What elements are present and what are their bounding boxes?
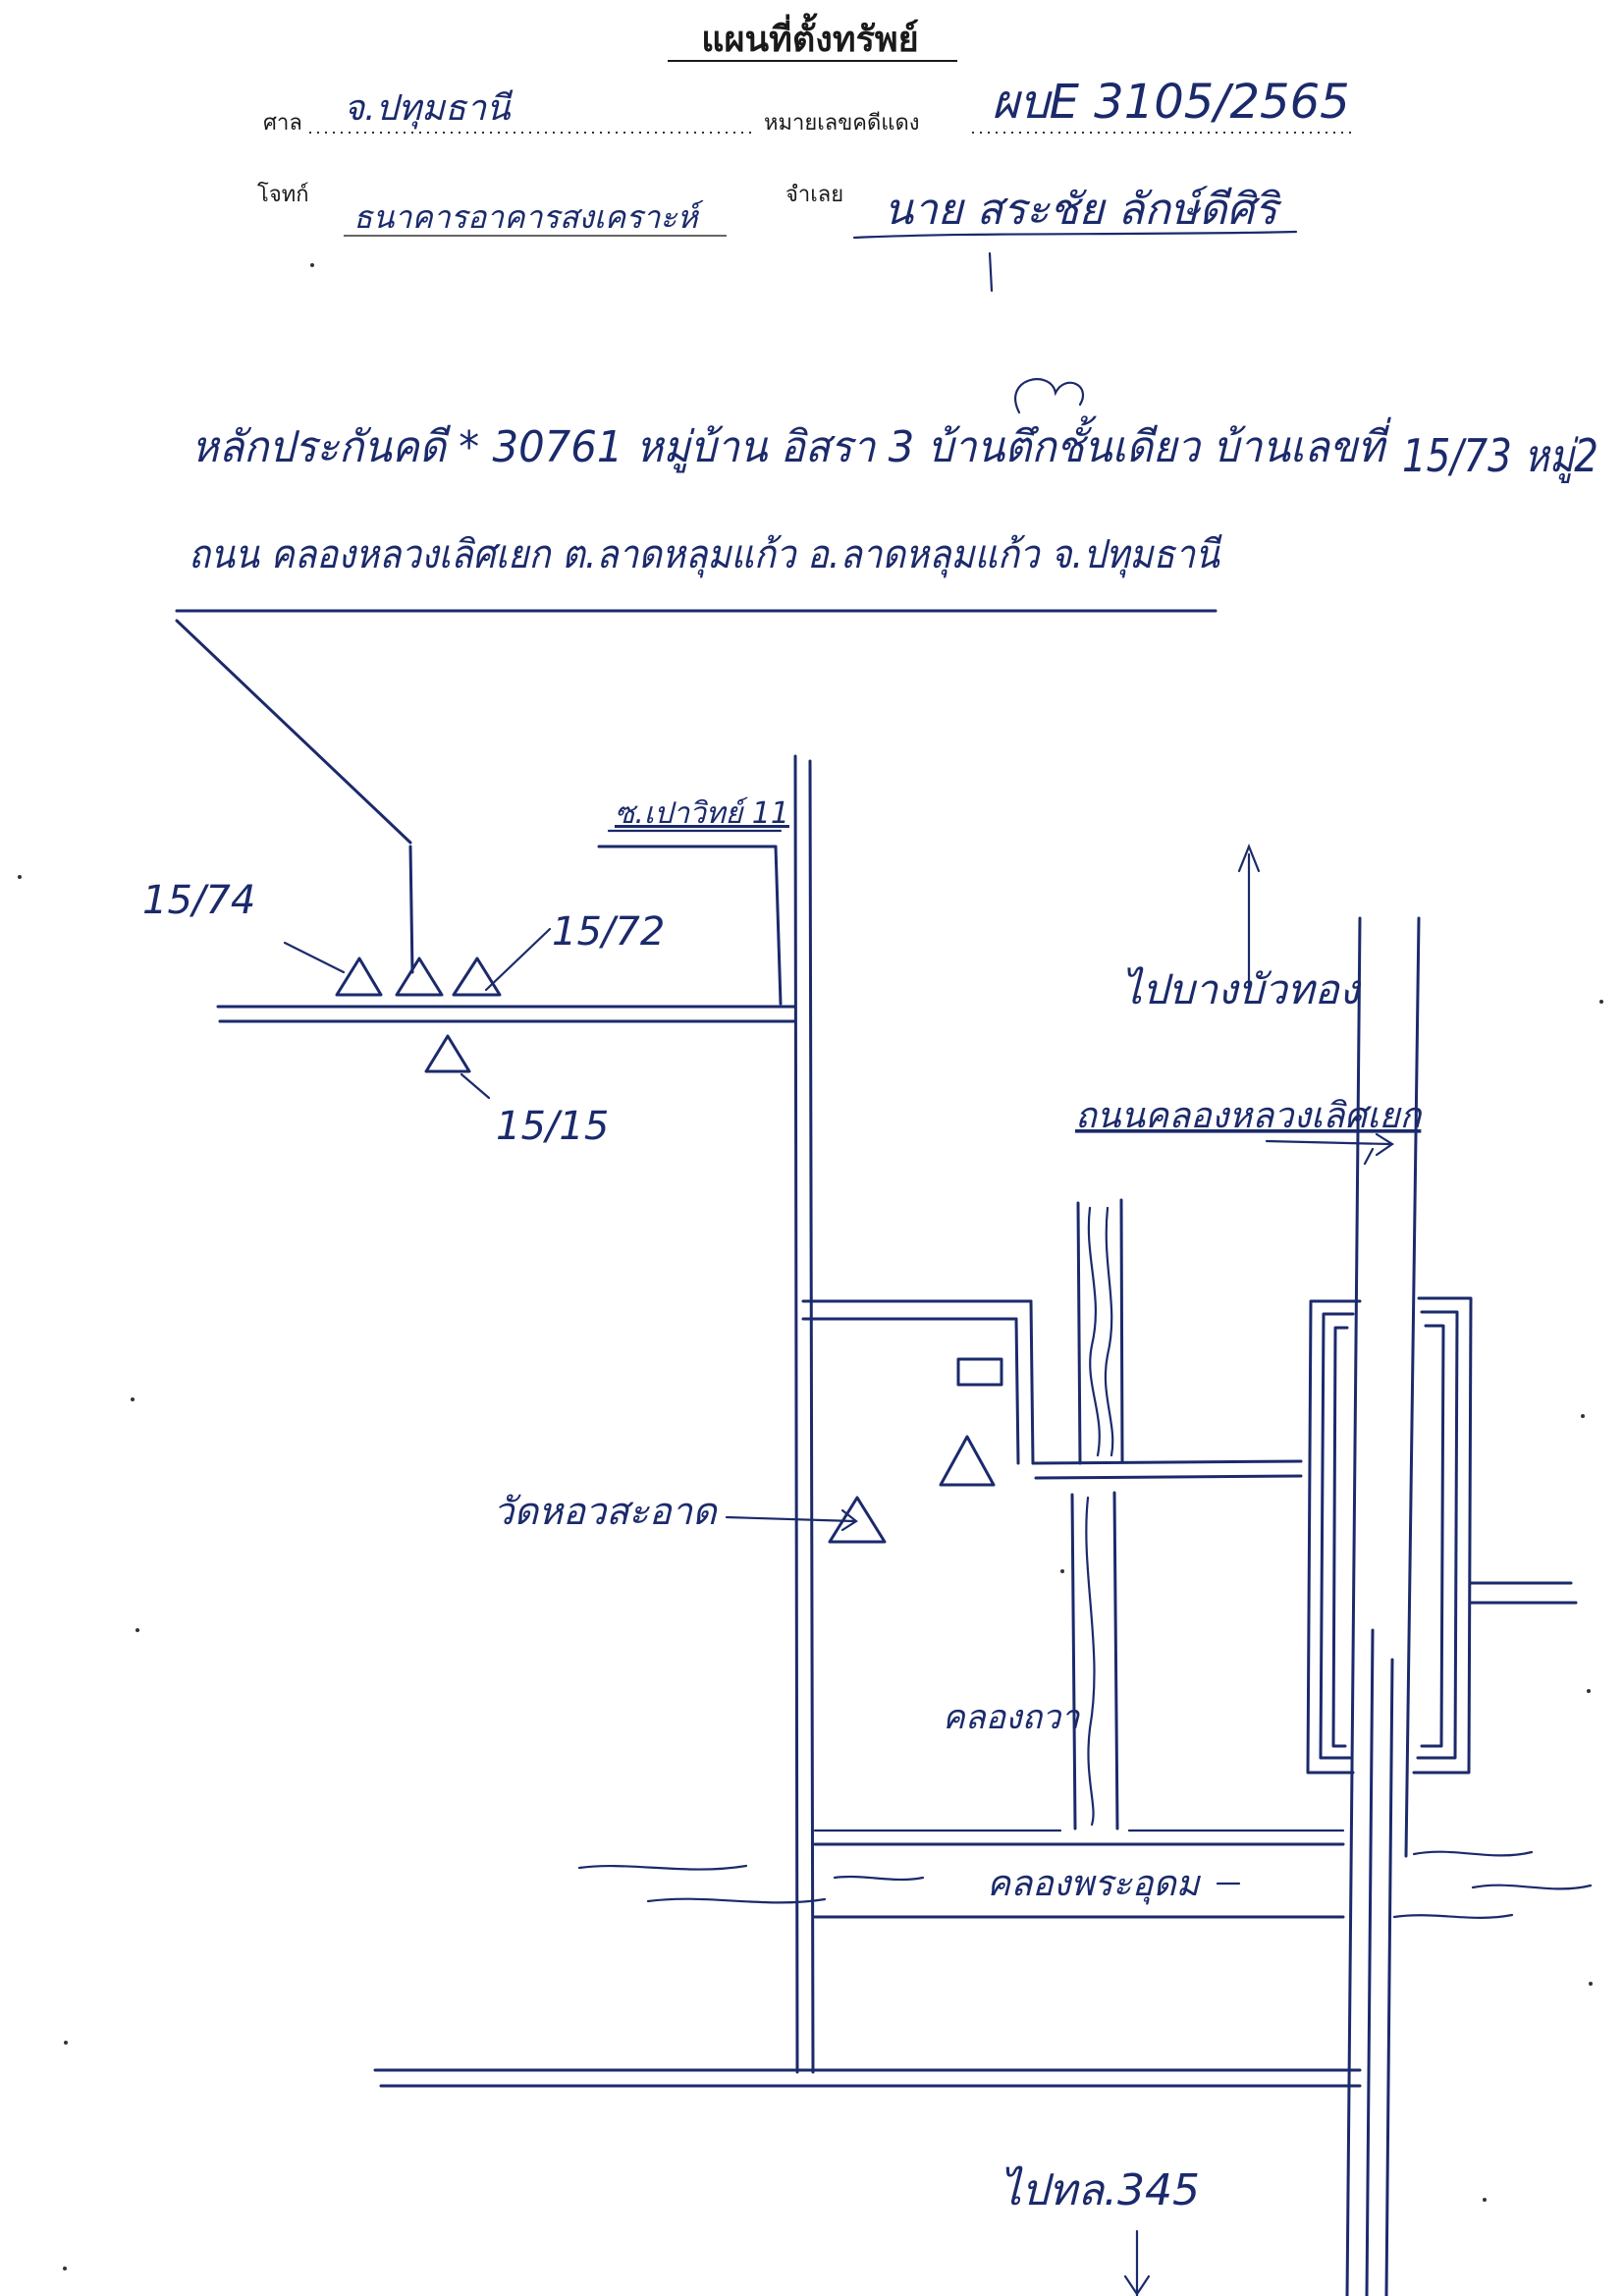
canal-lower-left-bank xyxy=(1070,1493,1077,1831)
road-name-arrow-shaft xyxy=(1265,1139,1391,1146)
canal-upper-water xyxy=(1087,1206,1101,1457)
lot-marker-15-72 xyxy=(452,957,502,997)
road-name-arrow-tail xyxy=(1363,1147,1375,1166)
horizontal-canal-wave-right-1 xyxy=(1412,1850,1534,1857)
ink-stroke-mark xyxy=(988,251,994,293)
right-frontage-box-mid xyxy=(1319,1312,1355,1760)
temple-block-right-inner xyxy=(1014,1317,1020,1465)
court-value: จ.ปทุมธานี xyxy=(344,88,514,130)
south-direction-label: ไปทล.345 xyxy=(1000,2165,1200,2215)
right-road-line-4 xyxy=(1384,1658,1394,2296)
temple-block-right xyxy=(1029,1299,1035,1465)
plaintiff-label: โจทก์ xyxy=(257,182,309,207)
house-number: 15/73 หมู่2 xyxy=(1402,429,1598,483)
scan-speck xyxy=(1589,1982,1593,1986)
scan-speck xyxy=(1599,1000,1603,1004)
soi-road-corner xyxy=(774,845,783,1006)
leader-line-drop xyxy=(408,845,414,974)
right-frontage-box-right-outer xyxy=(1412,1296,1473,1775)
right-road-line-3 xyxy=(1365,1628,1375,2296)
temple-marker-lower xyxy=(828,1496,887,1544)
horizontal-canal-wave-left-1 xyxy=(577,1864,748,1871)
lot-pointer-15-72 xyxy=(484,927,552,992)
north-arrow-head xyxy=(1237,844,1261,873)
horizontal-canal-wave-left-3 xyxy=(833,1875,925,1882)
canal-lower-water xyxy=(1085,1496,1096,1827)
case-number-value: ผบE 3105/2565 xyxy=(992,75,1350,130)
ink-loop-mark xyxy=(1014,378,1084,414)
horizontal-canal-wave-right-2 xyxy=(1471,1884,1593,1890)
plaintiff-value: ธนาคารอาคารสงเคราะห์ xyxy=(353,198,704,236)
scan-speck xyxy=(135,1628,139,1632)
lot-label-15-72: 15/72 xyxy=(552,909,665,955)
right-road-line-1 xyxy=(1345,916,1362,2296)
defendant-label: จำเลย xyxy=(785,183,843,207)
scan-speck xyxy=(1587,1689,1591,1693)
scan-speck xyxy=(131,1397,135,1401)
scan-speck xyxy=(310,263,314,267)
lot-pointer-15-74 xyxy=(283,941,346,974)
scan-speck xyxy=(63,2267,67,2270)
case-number-label: หมายเลขคดีแดง xyxy=(764,111,920,136)
canal-lower-right-bank xyxy=(1112,1491,1119,1831)
north-direction-label: ไปบางบัวทอง xyxy=(1121,965,1362,1013)
lot-marker-15-74 xyxy=(335,957,383,997)
defendant-value: นาย สระชัย ลักษ์ดีศิริ xyxy=(884,185,1282,235)
temple-arrow-shaft xyxy=(725,1515,856,1523)
court-label: ศาล xyxy=(263,111,302,136)
canal-horizontal-label: คลองพระอุดม xyxy=(987,1864,1202,1905)
temple-road-lower xyxy=(1034,1474,1303,1480)
soi-label: ซ.เปาวิทย์ 11 xyxy=(615,796,789,831)
right-road-line-2 xyxy=(1404,916,1421,1858)
property-description-line-1: หลักประกันคดี * 30761 หมู่บ้าน อิสรา 3 บ… xyxy=(191,415,1392,473)
temple-arrow-head xyxy=(840,1508,858,1532)
canal-vertical-label: คลองถวา xyxy=(943,1698,1080,1737)
road-name-label: ถนนคลองหลวงเลิศเยก xyxy=(1075,1096,1424,1136)
main-road-left-inner xyxy=(808,759,815,2074)
right-frontage-box-right-mid xyxy=(1416,1310,1459,1760)
right-frontage-box-outer xyxy=(1306,1299,1362,1775)
temple-label: วัดหอวสะอาด xyxy=(493,1490,719,1533)
road-name-arrow-head xyxy=(1375,1132,1395,1157)
scan-speck xyxy=(64,2041,68,2045)
right-frontage-box-right-inner xyxy=(1420,1324,1445,1748)
lot-marker-15-15 xyxy=(424,1034,471,1073)
scan-speck xyxy=(18,875,22,879)
scan-speck xyxy=(1581,1414,1585,1418)
lot-marker-15-73 xyxy=(395,957,444,997)
lot-pointer-15-15 xyxy=(460,1072,491,1100)
lot-label-15-15: 15/15 xyxy=(496,1104,609,1149)
temple-building-symbol xyxy=(956,1357,1003,1387)
scan-speck xyxy=(1483,2198,1487,2202)
property-description-line-2: ถนน คลองหลวงเลิศเยก ต.ลาดหลุมแก้ว อ.ลาดห… xyxy=(189,532,1222,578)
south-arrow-head xyxy=(1123,2274,1151,2296)
temple-marker-upper xyxy=(939,1435,996,1487)
temple-road-upper xyxy=(1031,1459,1303,1465)
scan-speck xyxy=(1060,1569,1064,1573)
horizontal-canal-wave-left-2 xyxy=(646,1897,827,1904)
right-frontage-box-inner xyxy=(1331,1326,1349,1748)
horizontal-canal-wave-right-3 xyxy=(1392,1913,1514,1919)
main-road-left-outer xyxy=(793,754,799,2074)
canal-upper-water-2 xyxy=(1104,1206,1114,1457)
document-title: แผนที่ตั้งทรัพย์ xyxy=(701,13,918,60)
canal-upper-right-bank xyxy=(1119,1198,1124,1463)
defendant-underline xyxy=(852,230,1298,240)
leader-line-to-property xyxy=(175,619,412,845)
canal-upper-left-bank xyxy=(1076,1201,1082,1465)
lot-label-15-74: 15/74 xyxy=(142,878,255,923)
